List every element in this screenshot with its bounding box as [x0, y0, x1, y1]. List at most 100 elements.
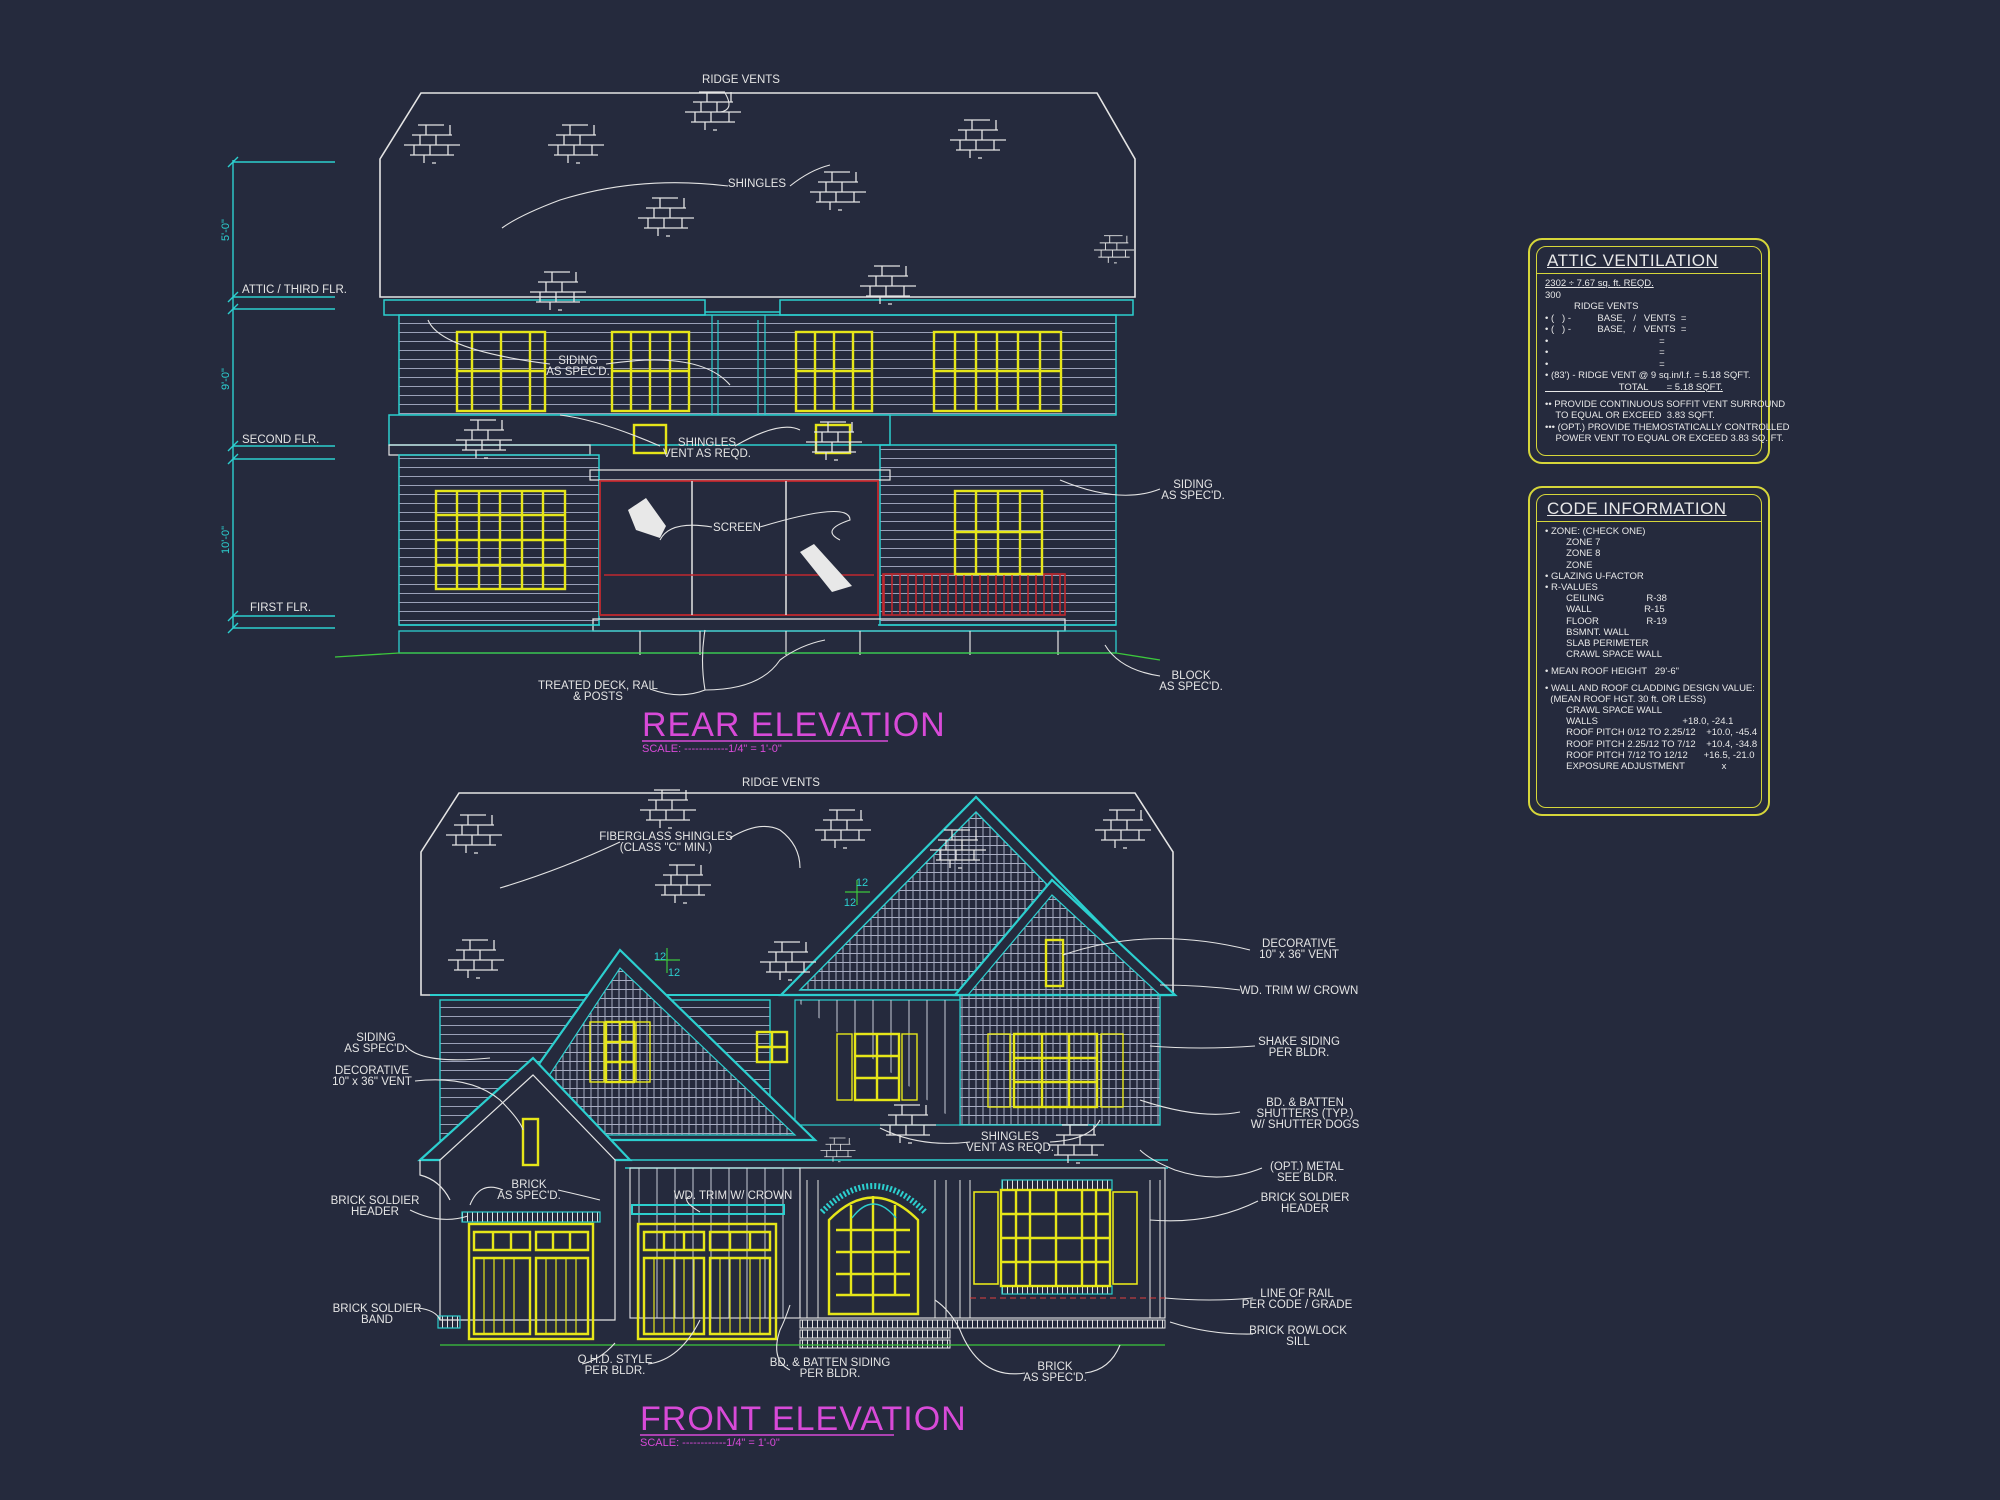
label-line: BAND — [361, 1314, 393, 1326]
note-line: FLOOR R-19 — [1545, 615, 1667, 627]
note-line: ••• (OPT.) PROVIDE THEMOSTATICALLY CONTR… — [1545, 421, 1790, 433]
note-line: CRAWL SPACE WALL — [1545, 705, 1663, 716]
label-line: AS SPEC'D. — [1023, 1372, 1087, 1384]
label-line: W/ SHUTTER DOGS — [1251, 1119, 1360, 1131]
screen-porch — [599, 480, 879, 616]
note-line: WALLS +18.0, -24.1 — [1545, 716, 1734, 728]
dimension-attic: 5'-0" — [220, 219, 232, 241]
board-batten-siding — [629, 1167, 801, 1319]
label-line: PER BLDR. — [800, 1368, 861, 1380]
label-line: VENT AS REQD. — [966, 1142, 1054, 1154]
front-elevation: 12 12 12 12 RIDGE VENTS FIB — [331, 777, 1360, 1449]
label-treated-deck: TREATED DECK, RAIL& POSTS — [538, 680, 659, 703]
rear-leaders — [427, 92, 1161, 696]
label-line: DECORATIVE — [335, 1065, 409, 1077]
attic-ventilation-panel: ATTIC VENTILATION 2302 ÷ 7.67 sq. ft. RE… — [1528, 238, 1790, 464]
attic-ventilation-title: ATTIC VENTILATION — [1537, 247, 1761, 274]
note-line: • WALL AND ROOF CLADDING DESIGN VALUE: — [1545, 682, 1755, 694]
rear-elevation-scale: SCALE: ------------1/4" = 1'-0" — [642, 743, 782, 755]
deck-rail — [882, 573, 1066, 616]
label-line: HEADER — [351, 1206, 399, 1218]
note-line: 2302 ÷ 7.67 sq. ft. REQD. — [1545, 278, 1654, 289]
label-line: VENT AS REQD. — [663, 448, 751, 460]
label-line: AS SPEC'D. — [1159, 681, 1223, 693]
note-line: (MEAN ROOF HGT. 30 ft. OR LESS) — [1545, 693, 1706, 705]
label-wd-trim-right: WD. TRIM W/ CROWN — [1240, 985, 1359, 997]
note-line: ROOF PITCH 7/12 TO 12/12 +16.5, -21.0 — [1545, 749, 1755, 761]
label-line: LINE OF RAIL — [1260, 1288, 1334, 1300]
label-line: DECORATIVE — [1262, 938, 1336, 950]
note-line: • R-VALUES — [1545, 581, 1598, 593]
code-information-panel: CODE INFORMATION • ZONE: (CHECK ONE) ZON… — [1528, 486, 1770, 816]
note-line: • = — [1545, 358, 1665, 370]
note-line: • = — [1545, 347, 1665, 358]
rear-elevation: 5'-0" 9'-0" 10'-0" ATTIC / THIRD FLR. SE… — [220, 74, 1225, 755]
note-line: • (83') - RIDGE VENT @ 9 sq.in/l.f. = 5.… — [1545, 370, 1751, 381]
label-line: WD. TRIM W/ CROWN — [1240, 985, 1359, 997]
note-line: 300 — [1545, 289, 1561, 301]
label-ridge-vents-front: RIDGE VENTS — [742, 777, 820, 789]
label-line: SIDING — [558, 355, 598, 367]
attic-ventilation-notes: 2302 ÷ 7.67 sq. ft. REQD.300 RIDGE VENTS… — [1537, 274, 1790, 449]
note-line: CEILING R-38 — [1545, 593, 1667, 605]
label-line: SIDING — [356, 1032, 396, 1044]
label-line: BRICK — [511, 1179, 546, 1191]
note-line: ROOF PITCH 0/12 TO 2.25/12 +10.0, -45.4 — [1545, 727, 1758, 739]
label-line: SIDING — [1173, 479, 1213, 491]
label-line: TREATED DECK, RAIL — [538, 680, 659, 692]
label-line: AS SPEC'D. — [546, 366, 610, 378]
note-line: TOTAL = 5.18 SQFT. — [1545, 381, 1723, 393]
pitch-label: 12 — [856, 877, 868, 889]
garage-door-right — [636, 1222, 778, 1341]
label-line: BRICK SOLDIER — [331, 1195, 420, 1207]
note-line: • = — [1545, 335, 1665, 347]
grade-line — [334, 652, 1161, 661]
code-information-title: CODE INFORMATION — [1537, 495, 1761, 522]
label-line: (OPT.) METAL — [1270, 1161, 1345, 1173]
front-leaders — [404, 825, 1263, 1375]
label-line: BLOCK — [1172, 670, 1211, 682]
label-line: HEADER — [1281, 1203, 1329, 1215]
label-line: BD. & BATTEN SIDING — [770, 1357, 891, 1369]
front-elevation-scale: SCALE: ------------1/4" = 1'-0" — [640, 1437, 780, 1449]
label-line: AS SPEC'D. — [497, 1190, 561, 1202]
note-line: •• PROVIDE CONTINUOUS SOFFIT VENT SURROU… — [1545, 398, 1786, 410]
note-line: • GLAZING U-FACTOR — [1545, 570, 1644, 582]
label-line: BRICK SOLDIER — [333, 1303, 422, 1315]
front-openings — [467, 938, 1138, 1341]
label-line: SHINGLES — [728, 178, 786, 190]
note-line: RIDGE VENTS — [1545, 301, 1639, 312]
note-line: • ( ) - BASE, / VENTS = — [1545, 324, 1687, 335]
pitch-markers — [655, 880, 870, 973]
label-line: 10" x 36" VENT — [332, 1076, 412, 1088]
label-wd-trim-center: WD. TRIM W/ CROWN — [674, 1190, 793, 1202]
decorative-vent-right — [1044, 938, 1065, 988]
dimension-string — [227, 156, 335, 634]
label-line: WD. TRIM W/ CROWN — [674, 1190, 793, 1202]
label-line: O.H.D. STYLE — [578, 1354, 653, 1366]
note-line: • ( ) - BASE, / VENTS = — [1545, 312, 1687, 324]
label-line: SHINGLES — [981, 1131, 1039, 1143]
label-line: PER CODE / GRADE — [1242, 1299, 1353, 1311]
note-line: ROOF PITCH 2.25/12 TO 7/12 +10.4, -34.8 — [1545, 738, 1758, 750]
label-line: RIDGE VENTS — [702, 74, 780, 86]
label-line: (CLASS "C" MIN.) — [620, 842, 713, 854]
rear-roof — [379, 92, 1136, 298]
front-roof — [420, 792, 1174, 996]
level-second: SECOND FLR. — [242, 434, 319, 446]
